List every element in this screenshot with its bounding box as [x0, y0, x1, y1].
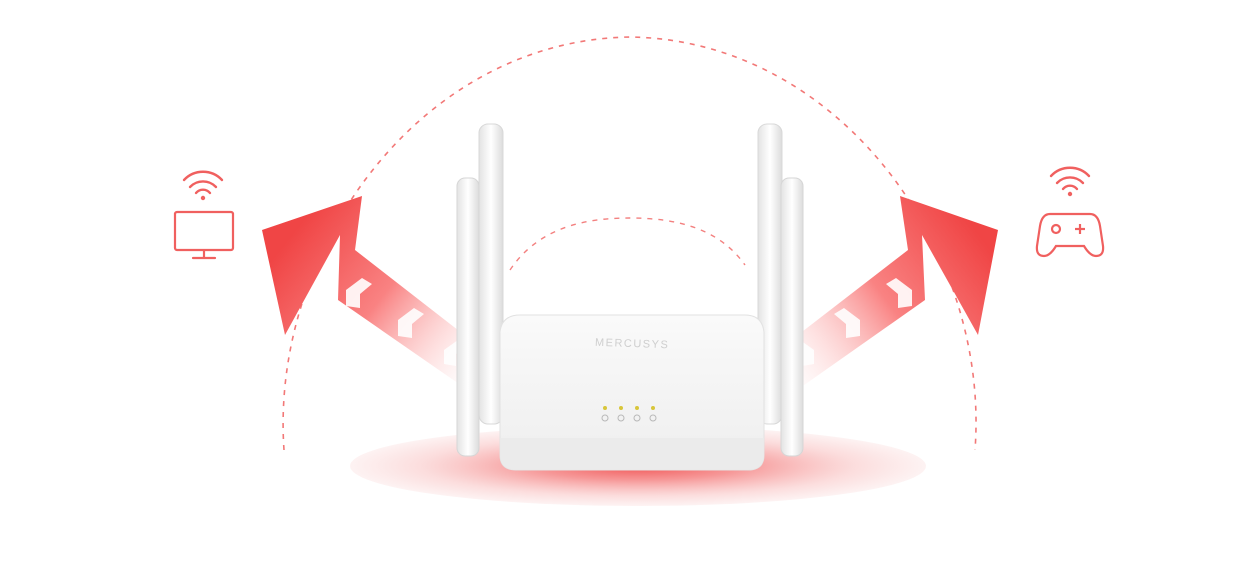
monitor-icon [173, 210, 235, 260]
right-signal-arrow [772, 196, 998, 395]
wifi-icon [182, 170, 224, 201]
left-signal-arrow [262, 196, 490, 395]
router-status-leds [601, 406, 657, 422]
gamepad-icon [1035, 212, 1105, 258]
signal-range-arc-inner [509, 217, 746, 271]
wifi-icon [1049, 166, 1091, 197]
router-body [499, 314, 765, 471]
router-antennas [456, 123, 804, 457]
right-arrow-chevrons [792, 278, 912, 366]
router-logo: MERCUSYS [595, 337, 670, 352]
